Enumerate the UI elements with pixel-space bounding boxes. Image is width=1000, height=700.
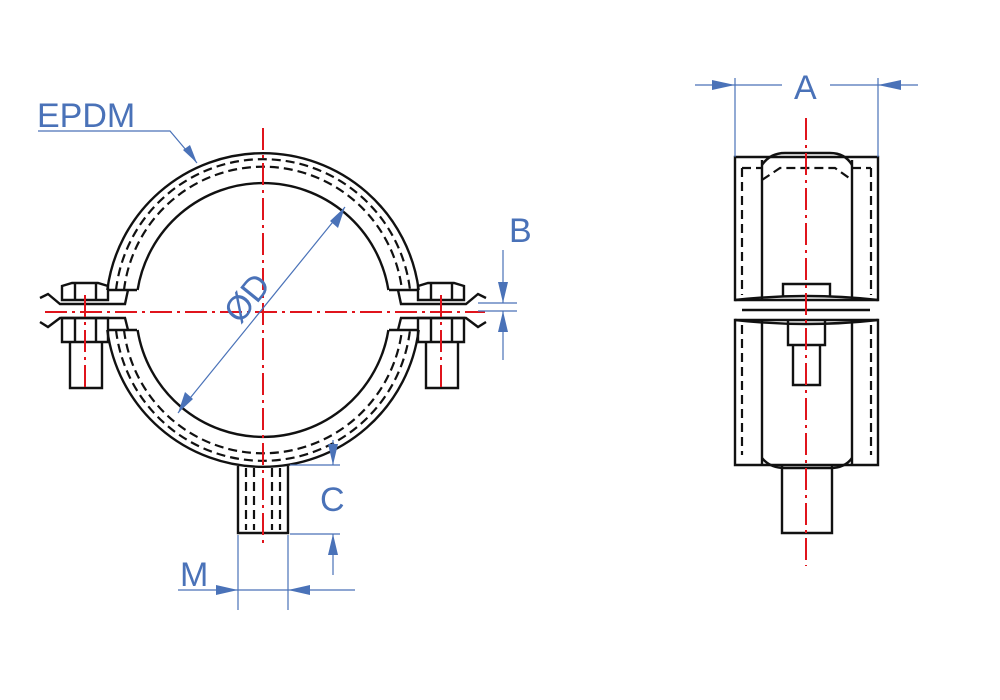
- left-flange: [39, 281, 130, 390]
- label-m: M: [180, 556, 208, 594]
- label-diameter: ØD: [217, 266, 279, 330]
- epdm-leader: [38, 130, 198, 164]
- label-b: B: [509, 212, 532, 250]
- label-a: A: [794, 69, 817, 107]
- label-epdm: EPDM: [37, 97, 135, 135]
- front-view: [39, 128, 487, 545]
- dimension-A: [695, 78, 918, 157]
- dimension-M: [178, 535, 355, 610]
- side-view: [733, 118, 880, 566]
- dimension-B: [478, 250, 517, 360]
- dimension-C: [290, 440, 340, 575]
- dimension-D: [177, 206, 346, 414]
- label-c: C: [320, 481, 345, 519]
- right-flange: [396, 281, 487, 390]
